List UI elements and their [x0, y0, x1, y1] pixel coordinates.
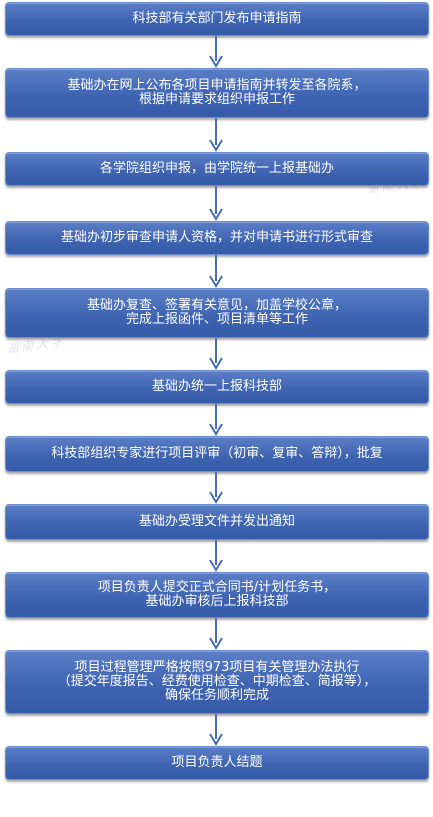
flow-arrow — [208, 186, 224, 221]
flow-step-text: 科技部组织专家进行项目评审（初审、复审、答辩），批复 — [51, 446, 383, 461]
flow-step-1: 科技部有关部门发布申请指南 — [5, 2, 429, 36]
flow-step-2: 基础办在网上公布各项目申请指南并转发至各院系， 根据申请要求组织申报工作 — [5, 68, 429, 118]
flow-step-text: 基础办在网上公布各项目申请指南并转发至各院系， — [67, 78, 367, 93]
flow-arrow — [208, 618, 224, 650]
flow-step-text: 科技部有关部门发布申请指南 — [132, 11, 302, 26]
flow-step-text: 项目负责人结题 — [171, 755, 263, 770]
flow-arrow — [208, 118, 224, 152]
flow-step-text: 基础办统一上报科技部 — [151, 379, 282, 394]
flow-arrow — [208, 338, 224, 370]
flow-arrow — [208, 404, 224, 436]
flow-step-text: 基础办初步审查申请人资格，并对申请书进行形式审查 — [60, 230, 373, 245]
flow-step-text: 基础办受理文件并发出通知 — [138, 514, 295, 529]
flow-step-8: 基础办受理文件并发出通知 — [5, 504, 429, 540]
flow-step-text: 基础办复查、签署有关意见，加盖学校公章， — [86, 298, 347, 313]
flow-step-text: 确保任务顺利完成 — [164, 688, 269, 703]
flow-step-10: 项目过程管理严格按照973项目有关管理办法执行 （提交年度报告、经费使用检查、中… — [5, 650, 429, 714]
flow-arrow — [208, 255, 224, 288]
flow-step-9: 项目负责人提交正式合同书/计划任务书， 基础办审核后上报科技部 — [5, 572, 429, 618]
flow-step-11: 项目负责人结题 — [5, 746, 429, 780]
flow-arrow — [208, 714, 224, 746]
flow-arrow — [208, 36, 224, 68]
flow-step-text: 各学院组织申报，由学院统一上报基础办 — [99, 161, 334, 176]
flow-step-5: 基础办复查、签署有关意见，加盖学校公章， 完成上报函件、项目清单等工作 — [5, 288, 429, 338]
flow-arrow — [208, 540, 224, 572]
flow-step-3: 各学院组织申报，由学院统一上报基础办 — [5, 152, 429, 186]
flow-step-text: 项目负责人提交正式合同书/计划任务书， — [97, 580, 337, 595]
flow-step-text: （提交年度报告、经费使用检查、中期检查、简报等）， — [57, 674, 377, 689]
flow-step-text: 完成上报函件、项目清单等工作 — [125, 312, 308, 327]
flow-step-text: 项目过程管理严格按照973项目有关管理办法执行 — [74, 660, 360, 675]
flow-arrow — [208, 472, 224, 504]
flow-step-4: 基础办初步审查申请人资格，并对申请书进行形式审查 — [5, 221, 429, 255]
flow-step-text: 根据申请要求组织申报工作 — [138, 92, 295, 107]
flow-step-text: 基础办审核后上报科技部 — [145, 594, 289, 609]
flow-step-7: 科技部组织专家进行项目评审（初审、复审、答辩），批复 — [5, 436, 429, 472]
flow-step-6: 基础办统一上报科技部 — [5, 370, 429, 404]
